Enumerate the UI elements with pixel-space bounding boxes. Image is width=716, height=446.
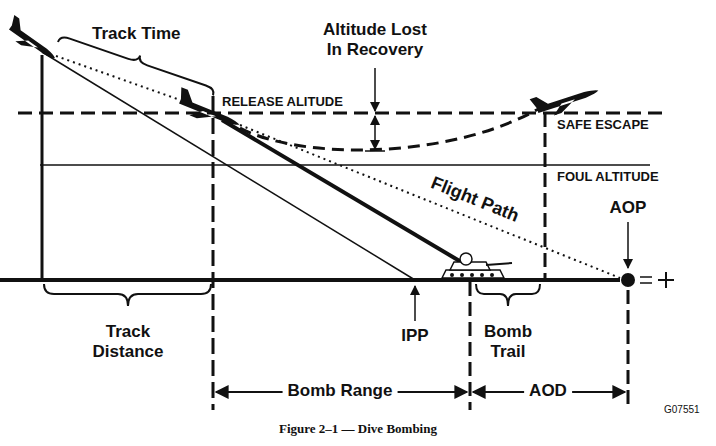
altitude-label: SAFE ESCAPE: [557, 118, 649, 133]
release-altitude-line: [18, 112, 662, 115]
altitude-label: FOUL ALTITUDE: [557, 170, 659, 185]
aop-marker: [640, 282, 652, 284]
aop-vertical: [627, 290, 630, 410]
aop-marker: [665, 272, 667, 288]
tank-target: [480, 273, 484, 277]
foul-altitude-line: [40, 164, 650, 166]
bomb-trail-brace: [476, 284, 540, 306]
path-label: Flight Path: [428, 172, 522, 226]
dimension-label: Bomb Trail: [477, 322, 539, 361]
altitude-label: RELEASE ALITUDE: [222, 95, 343, 110]
figure-caption: Figure 2–1 — Dive Bombing: [279, 421, 437, 437]
aircraft: [530, 78, 602, 121]
tank-target: [442, 270, 504, 278]
aop-marker: [621, 273, 635, 287]
aop-marker: [640, 276, 652, 278]
recovery-path: [240, 108, 540, 150]
tank-target: [470, 273, 474, 277]
point-label: IPP: [401, 326, 428, 346]
dimension-label: Altitude Lost In Recovery: [316, 20, 434, 59]
altitude-lost-leader: [374, 68, 376, 111]
dimension-label: AOD: [524, 381, 572, 401]
impact-vertical: [469, 262, 472, 410]
tank-target: [490, 273, 494, 277]
aircraft: [530, 78, 602, 121]
tank-target: [450, 273, 454, 277]
altitude-lost-tick: [365, 150, 385, 152]
escape-vertical: [544, 113, 547, 282]
dimension-label: Track Distance: [83, 322, 173, 361]
release-vertical: [212, 96, 215, 410]
figure-code: G07551: [664, 404, 700, 416]
track-path: [56, 56, 180, 100]
flight-path-line: [240, 125, 620, 278]
tank-target: [486, 263, 512, 265]
dive-line: [42, 52, 415, 280]
ground-line: [0, 278, 620, 282]
point-label: AOP: [610, 198, 647, 218]
ipp-arrow: [414, 286, 416, 321]
track-distance-brace: [44, 284, 211, 306]
tank-target: [460, 253, 472, 265]
altitude-lost-arrow: [374, 116, 376, 149]
tank-target: [460, 273, 464, 277]
start-vertical: [41, 55, 44, 282]
aop-arrow: [627, 222, 629, 268]
tank-target: [442, 253, 512, 278]
aircraft: [2, 15, 62, 65]
aop-marker: [621, 272, 674, 288]
dimension-label: Track Time: [92, 24, 181, 44]
dimension-label: Bomb Range: [283, 381, 398, 401]
aircraft: [2, 15, 62, 65]
